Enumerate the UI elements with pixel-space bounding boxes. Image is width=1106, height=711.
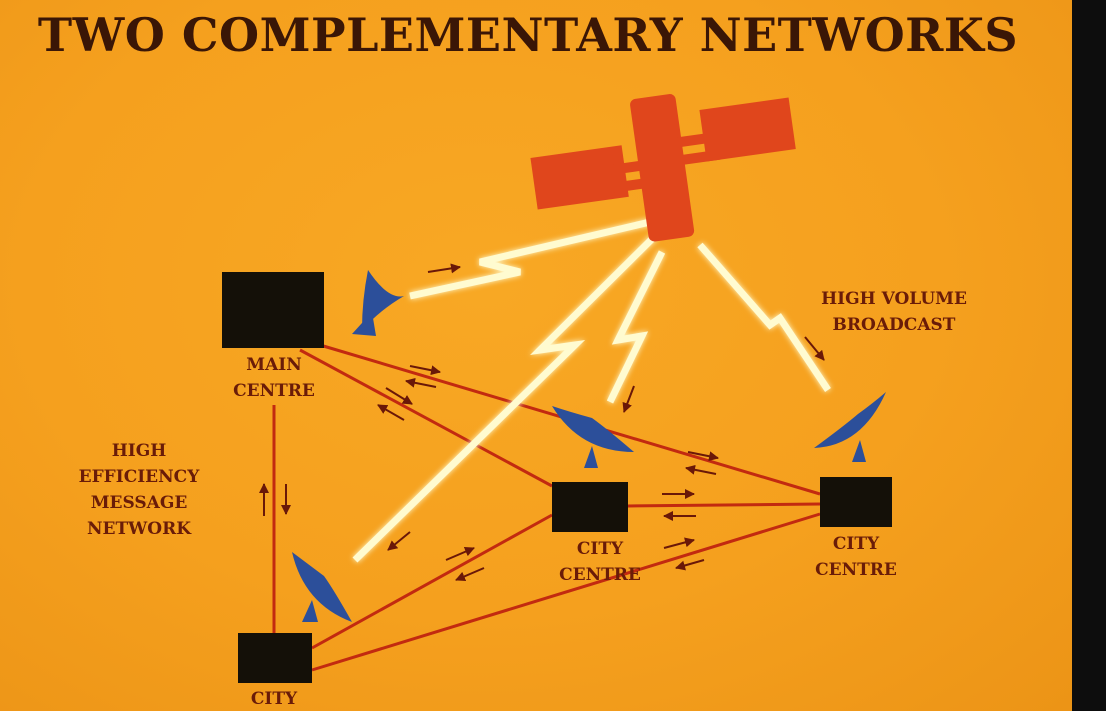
arrow-icon bbox=[385, 387, 413, 405]
arrow-icon bbox=[455, 567, 485, 582]
slide: TWO COMPLEMENTARY NETWORKS bbox=[0, 0, 1072, 711]
main-centre-label: MAIN CENTRE bbox=[233, 355, 315, 401]
city-bottom-label: CITY bbox=[250, 689, 298, 709]
satellite-dish-icon bbox=[814, 392, 886, 462]
satellite-dish-icon bbox=[352, 270, 404, 336]
arrow-icon bbox=[663, 537, 695, 549]
slide-frame-edge bbox=[1072, 0, 1106, 711]
city-centre-right-label: CITY CENTRE bbox=[815, 534, 897, 580]
arrow-icon bbox=[387, 531, 411, 551]
city-centre-right-box bbox=[820, 477, 892, 527]
arrow-icon bbox=[804, 336, 825, 361]
arrow-icon bbox=[685, 464, 717, 475]
satellite-dish-icon bbox=[552, 406, 634, 468]
arrow-icon bbox=[675, 559, 705, 571]
arrow-icon bbox=[427, 263, 461, 274]
network-diagram bbox=[222, 94, 892, 683]
main-centre-box bbox=[222, 272, 324, 348]
arrow-icon bbox=[409, 365, 441, 376]
arrow-icon bbox=[445, 546, 475, 561]
arrow-icon bbox=[405, 377, 437, 388]
high-volume-label: HIGH VOLUME BROADCAST bbox=[821, 289, 967, 335]
satellite-icon bbox=[530, 94, 796, 242]
city-bottom-box bbox=[238, 633, 312, 683]
arrow-icon bbox=[622, 385, 635, 413]
link-middle-right bbox=[627, 502, 821, 508]
beam-to-right-dish bbox=[697, 242, 831, 392]
beam-to-main-dish bbox=[409, 218, 651, 300]
city-centre-middle-box bbox=[552, 482, 628, 532]
beam-to-bottom-dish bbox=[352, 233, 658, 563]
beam-to-middle-dish bbox=[606, 250, 666, 404]
city-centre-middle-label: CITY CENTRE bbox=[559, 539, 641, 585]
link-bottom-city-middle bbox=[311, 513, 553, 650]
arrow-icon bbox=[377, 404, 405, 421]
slide-title: TWO COMPLEMENTARY NETWORKS bbox=[37, 8, 1019, 62]
link-bottom-city-right bbox=[311, 512, 821, 672]
arrow-icon bbox=[687, 451, 719, 462]
high-efficiency-label: HIGH EFFICIENCY MESSAGE NETWORK bbox=[78, 441, 200, 539]
satellite-dish-icon bbox=[292, 552, 352, 622]
link-main-city-middle bbox=[299, 348, 553, 488]
